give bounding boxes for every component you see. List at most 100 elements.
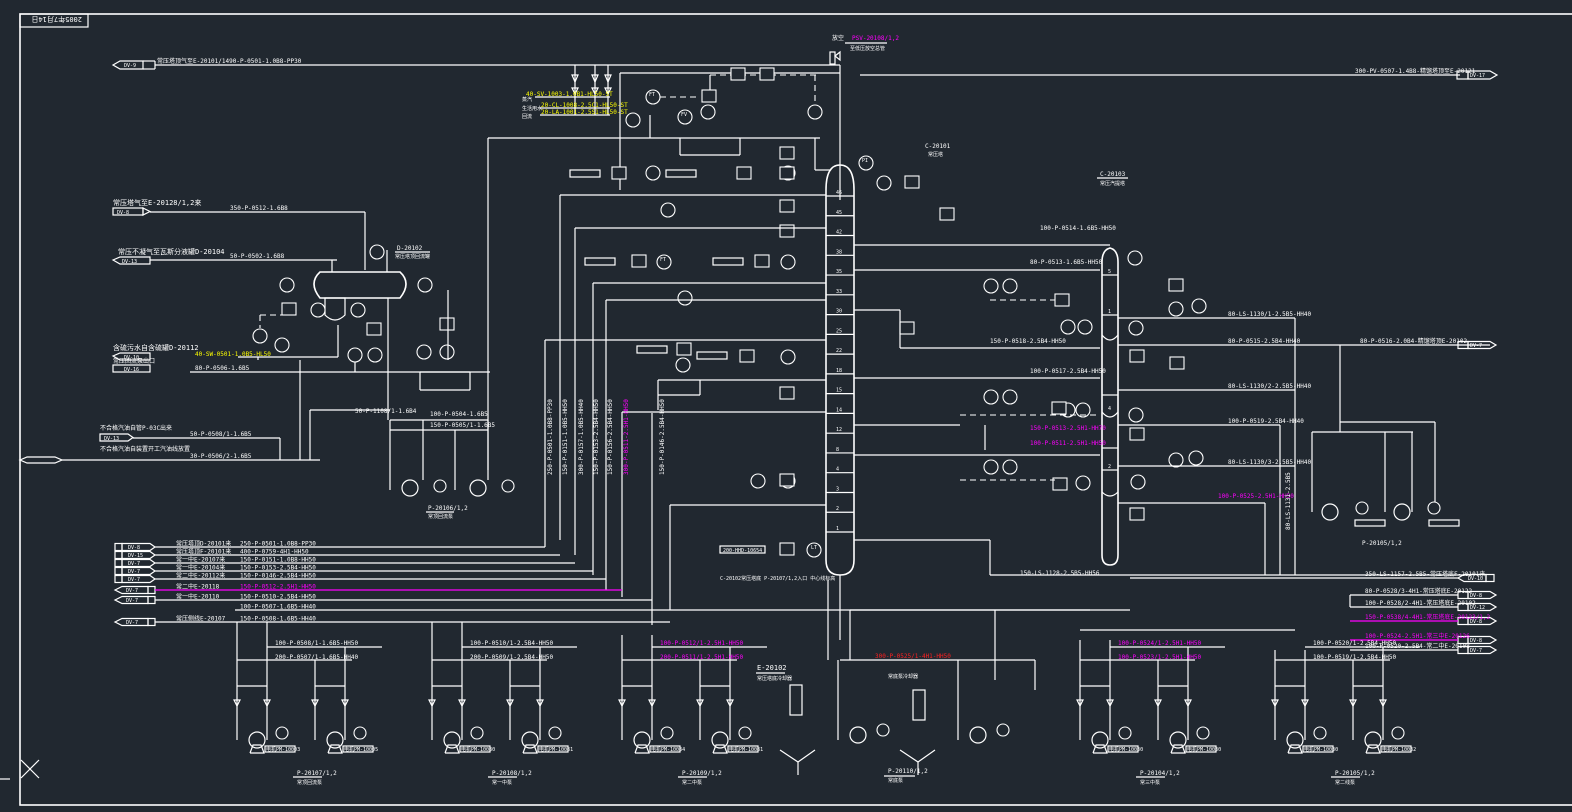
left-input-1[interactable]: DV-8 — [112, 207, 152, 216]
gate-valve-icon — [263, 699, 271, 708]
utility-line-label: 40-SV-1003-1.0B1-HL50-ST — [526, 91, 613, 98]
left-input-4[interactable]: DV-16 — [112, 364, 151, 373]
dcs-fic-icon — [631, 254, 647, 268]
pump-set[interactable]: 100-P-0508/1-1.6B5-HH50200-P-0507/1-1.6B… — [233, 622, 382, 786]
pg-icon — [1313, 726, 1327, 740]
pump-set[interactable]: 100-P-0524/1-2.5H1-HH50 100-P-0523/1-2.5H… — [1076, 640, 1225, 786]
off-page-line[interactable]: DV-7 — [114, 558, 157, 568]
main-column[interactable] — [825, 164, 855, 576]
fc-icon — [660, 202, 676, 218]
pump-tag: P-20109/1,2 — [682, 770, 722, 777]
left-input-6[interactable] — [18, 456, 64, 464]
pg-icon — [738, 726, 752, 740]
lg-icon — [1128, 320, 1144, 336]
lt-icon — [417, 277, 433, 293]
line-label: 100-P-0523/1-2.5H1-HH50 — [1118, 654, 1201, 661]
drum-piping — [190, 250, 490, 420]
line-label: 100-P-0519-2.5B4-HH40 — [1228, 418, 1304, 425]
off-page-line[interactable]: DV-8 — [114, 542, 157, 552]
pump-tag: P-20106/1,2 — [428, 505, 468, 512]
motor-tag-box — [459, 745, 491, 753]
left-input-3[interactable]: DV-10 — [111, 352, 151, 361]
vertical-line-label: 150-P-0153-2.5B4-HH50 — [593, 399, 600, 475]
off-page-tag: DV-8 — [1470, 638, 1482, 644]
stripper-instruments[interactable] — [983, 250, 1207, 521]
off-page-line[interactable]: DV-15 — [114, 550, 157, 560]
left-input-5[interactable]: DV-13 — [99, 433, 135, 442]
line-label: 100-P-0525-2.5H1-HH50 — [1218, 493, 1294, 500]
drum-instruments[interactable] — [252, 244, 455, 363]
column-tag: C-20101 — [925, 143, 951, 150]
lg-icon — [1128, 407, 1144, 423]
dcs-lic-icon — [281, 302, 297, 316]
pump-tag: P-20105/1,2 — [1335, 770, 1375, 777]
pt-icon — [876, 175, 892, 191]
fe-icon — [1191, 298, 1207, 314]
lc-icon — [274, 337, 290, 353]
tray-number: 45 — [836, 210, 842, 216]
pg-icon — [1391, 726, 1405, 740]
pump-set[interactable]: 100-P-0512/1-2.5H1-HH50200-P-0511/1-2.5H… — [618, 635, 767, 786]
pi-icon — [1127, 250, 1143, 266]
gate-valve-icon — [726, 699, 734, 708]
tag-boxes[interactable] — [569, 169, 766, 554]
instrument-bubbles[interactable]: FT FV PI FT LT — [625, 89, 892, 558]
pg-icon — [1427, 501, 1441, 515]
cooler-name: 常底泵冷却器 — [888, 673, 918, 680]
off-page-line[interactable]: DV-7 — [114, 566, 157, 576]
motor-tag-box — [1302, 745, 1334, 753]
off-page-line[interactable]: DV-7 — [114, 574, 157, 584]
motor-tag: 电机PM-10081 — [539, 746, 573, 753]
gate-valve-icon — [458, 699, 466, 708]
top-left-off-page[interactable]: DV-9 — [111, 60, 156, 70]
psv-note: 至低压放空总管 — [850, 45, 885, 52]
input-label: 不合格汽油自装置开工汽油线放置 — [100, 445, 190, 453]
stripper-column[interactable] — [1101, 247, 1119, 566]
dcs-icon — [779, 542, 795, 556]
motor-tag-box — [727, 745, 759, 753]
ft-icon — [645, 165, 661, 181]
off-page-line[interactable]: DV-7 — [113, 585, 156, 595]
top-right-off-page[interactable]: DV-17 — [1456, 70, 1499, 80]
reflux-drum[interactable] — [313, 271, 407, 321]
off-page-line[interactable]: DV-7 — [113, 617, 156, 627]
off-page-line[interactable]: DV-7 — [113, 595, 156, 605]
stripper-pumps[interactable] — [1321, 501, 1460, 527]
pump-name: 常三中泵 — [1140, 779, 1160, 786]
pump-icon — [633, 731, 651, 749]
coolers[interactable] — [779, 684, 936, 775]
pump-icon — [849, 726, 867, 744]
tray-number: 18 — [836, 368, 842, 374]
tray-number: 38 — [836, 249, 842, 255]
ft-icon — [645, 89, 661, 105]
line-label: 150-P-0151-1.0B8-HH50 — [240, 557, 316, 564]
pump-set[interactable]: 100-P-0520/1-2.5B4-HH50100-P-0519/1-2.5B… — [1271, 640, 1420, 786]
pg-icon — [1118, 726, 1132, 740]
pump-icon — [401, 479, 419, 497]
off-page-connector[interactable]: DV-7 — [1457, 340, 1498, 350]
off-page-connector[interactable]: DV-10 — [1456, 573, 1495, 583]
line-label: 100-P-0524/1-2.5H1-HH50 — [1118, 640, 1201, 647]
left-input-2[interactable]: DV-13 — [111, 256, 151, 265]
fc-icon — [367, 347, 383, 363]
line-label: 150-P-0513-2.5H1-HH70 — [1030, 425, 1106, 432]
line-label: 100-P-0504-1.6B5 — [430, 411, 488, 418]
off-page-tag: DV-8 — [1470, 593, 1482, 599]
tray-number: 15 — [836, 388, 842, 394]
pump-icon — [1321, 503, 1339, 521]
pg-icon — [275, 726, 289, 740]
pump-set[interactable]: 100-P-0510/1-2.5B4-HH50200-P-0509/1-2.5B… — [428, 622, 577, 786]
dcs-displays[interactable] — [611, 67, 955, 556]
cooler-name: 常压塔底冷却器 — [757, 675, 792, 682]
dcs-icon — [779, 473, 795, 487]
column-bottom-tag: 200-HHD-10654 — [723, 548, 762, 554]
lv-icon — [1002, 278, 1018, 294]
line-destination: 常压侧线E-20107 — [176, 615, 226, 623]
pump-name: 常顶回流泵 — [428, 513, 453, 520]
reflux-pumps[interactable] — [389, 419, 515, 497]
motor-tag: 电机PM-10030 — [1187, 746, 1221, 753]
pg-icon — [1355, 501, 1369, 515]
lv-icon — [439, 344, 455, 360]
